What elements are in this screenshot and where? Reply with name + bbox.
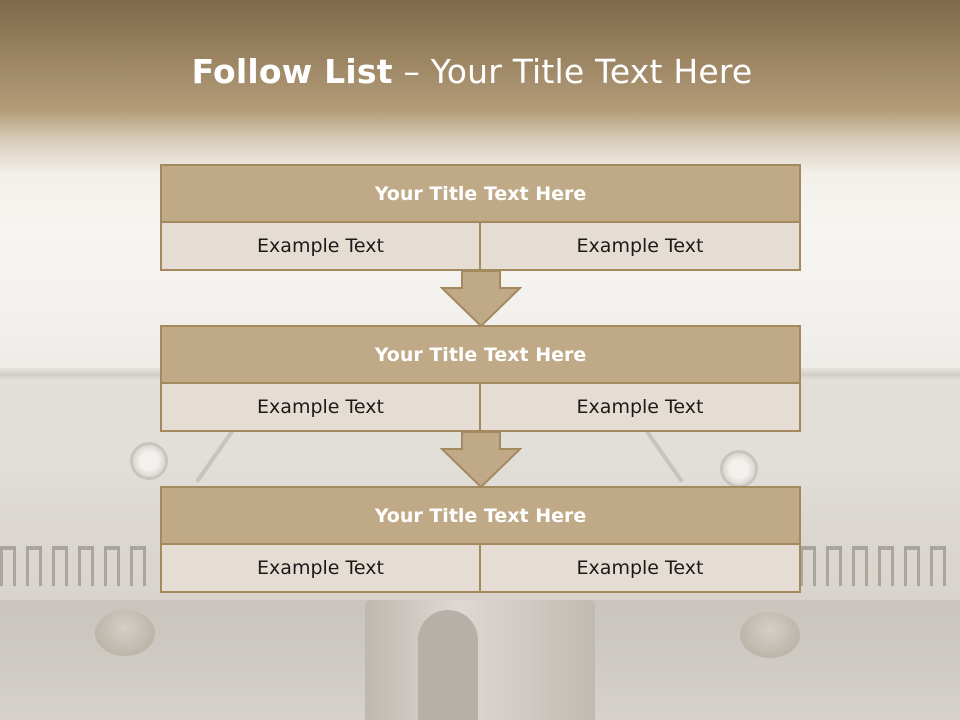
typebar [930,546,946,590]
down-arrow-icon [440,270,522,328]
typebar [130,546,146,590]
block-header: Your Title Text Here [160,325,801,384]
typebar [78,546,94,590]
typebar [0,546,16,590]
block-cell-left: Example Text [160,221,481,271]
typewriter-knob [720,450,758,488]
typebars-left [0,546,146,590]
typebar [104,546,120,590]
block-cell-right: Example Text [479,382,801,432]
block-header: Your Title Text Here [160,164,801,223]
typebar [852,546,868,590]
slide-title: Follow List – Your Title Text Here [0,52,944,91]
typewriter-guide [418,610,478,720]
typewriter-roller [740,612,800,658]
typebars-right [800,546,946,590]
typewriter-hammer [365,600,595,720]
block-cell-left: Example Text [160,543,481,593]
block-header: Your Title Text Here [160,486,801,545]
typebar [878,546,894,590]
block-cell-left: Example Text [160,382,481,432]
typebar [26,546,42,590]
typebar [826,546,842,590]
typebar [800,546,816,590]
typewriter-knob [130,442,168,480]
down-arrow-icon [440,431,522,489]
slide-title-bold: Follow List [191,52,393,91]
typebar [52,546,68,590]
block-cell-right: Example Text [479,543,801,593]
slide-title-rest: – Your Title Text Here [392,52,753,91]
block-cell-right: Example Text [479,221,801,271]
typebar [904,546,920,590]
typewriter-roller [95,610,155,656]
